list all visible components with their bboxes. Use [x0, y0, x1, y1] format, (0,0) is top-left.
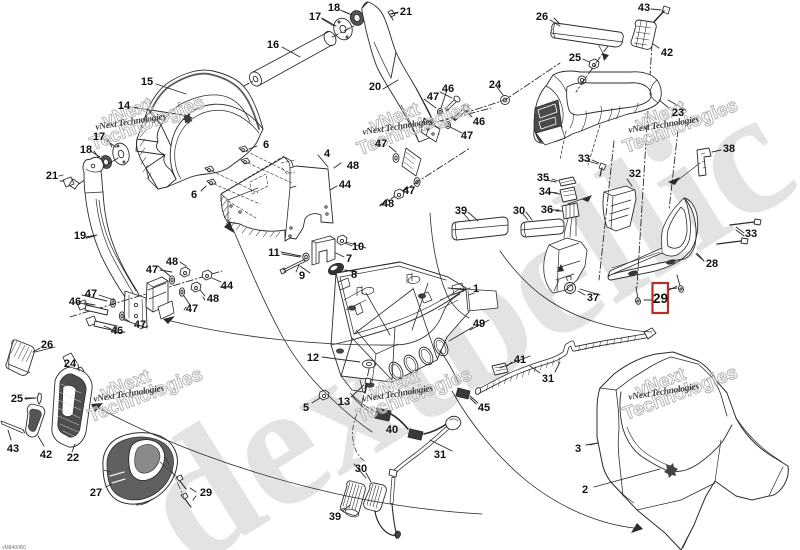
- svg-text:46: 46: [442, 83, 454, 95]
- svg-text:17: 17: [309, 11, 321, 23]
- svg-text:26: 26: [41, 339, 53, 351]
- svg-text:48: 48: [166, 256, 178, 268]
- svg-text:33: 33: [578, 153, 590, 165]
- svg-text:24: 24: [489, 79, 502, 91]
- svg-text:21: 21: [400, 6, 412, 18]
- svg-text:31: 31: [434, 449, 446, 461]
- svg-text:vM8400B0: vM8400B0: [2, 545, 26, 550]
- svg-text:43: 43: [7, 443, 19, 455]
- svg-text:3: 3: [575, 443, 581, 455]
- svg-text:19: 19: [74, 230, 86, 242]
- svg-text:6: 6: [263, 139, 269, 151]
- svg-text:40: 40: [386, 424, 398, 436]
- svg-text:31: 31: [542, 373, 554, 385]
- svg-text:47: 47: [461, 130, 473, 142]
- svg-text:48: 48: [382, 198, 394, 210]
- svg-text:18: 18: [80, 144, 92, 156]
- svg-text:1: 1: [473, 283, 479, 295]
- svg-text:38: 38: [723, 143, 735, 155]
- svg-text:4: 4: [324, 148, 331, 160]
- svg-text:48: 48: [347, 160, 359, 172]
- svg-text:35: 35: [537, 172, 549, 184]
- svg-text:25: 25: [569, 52, 581, 64]
- svg-text:30: 30: [513, 205, 525, 217]
- svg-text:47: 47: [85, 288, 97, 300]
- svg-text:18: 18: [328, 2, 340, 14]
- svg-text:47: 47: [146, 264, 158, 276]
- svg-text:13: 13: [338, 396, 350, 408]
- svg-text:6: 6: [191, 189, 197, 201]
- svg-text:43: 43: [638, 2, 650, 14]
- svg-text:46: 46: [473, 116, 485, 128]
- svg-text:24: 24: [64, 358, 77, 370]
- svg-text:49: 49: [473, 318, 485, 330]
- svg-text:47: 47: [427, 91, 439, 103]
- svg-text:11: 11: [268, 247, 280, 259]
- svg-text:44: 44: [339, 179, 352, 191]
- svg-text:8: 8: [351, 269, 357, 281]
- svg-text:22: 22: [67, 452, 79, 464]
- svg-text:42: 42: [40, 449, 52, 461]
- svg-text:5: 5: [303, 402, 309, 414]
- svg-text:47: 47: [186, 303, 198, 315]
- svg-text:26: 26: [536, 11, 548, 23]
- svg-text:16: 16: [267, 39, 279, 51]
- svg-text:36: 36: [541, 204, 553, 216]
- svg-text:30: 30: [355, 463, 367, 475]
- svg-text:27: 27: [90, 487, 102, 499]
- svg-text:7: 7: [346, 253, 352, 265]
- svg-text:28: 28: [706, 258, 718, 270]
- svg-text:29: 29: [653, 291, 668, 306]
- svg-text:12: 12: [307, 352, 319, 364]
- svg-text:25: 25: [11, 393, 23, 405]
- svg-text:37: 37: [587, 292, 599, 304]
- svg-text:47: 47: [375, 138, 387, 150]
- svg-text:34: 34: [539, 186, 552, 198]
- svg-text:20: 20: [369, 81, 381, 93]
- svg-text:17: 17: [93, 131, 105, 143]
- svg-text:48: 48: [207, 293, 219, 305]
- svg-text:14: 14: [118, 100, 131, 112]
- svg-text:33: 33: [745, 228, 757, 240]
- svg-text:29: 29: [200, 487, 212, 499]
- svg-text:47: 47: [134, 319, 146, 331]
- svg-text:23: 23: [672, 107, 684, 119]
- svg-text:39: 39: [329, 511, 341, 523]
- svg-text:39: 39: [455, 205, 467, 217]
- svg-text:10: 10: [352, 241, 364, 253]
- svg-text:44: 44: [221, 280, 234, 292]
- svg-text:42: 42: [661, 47, 673, 59]
- svg-text:41: 41: [514, 354, 526, 366]
- svg-text:46: 46: [69, 296, 81, 308]
- svg-text:21: 21: [46, 170, 58, 182]
- svg-text:46: 46: [111, 325, 123, 337]
- svg-text:47: 47: [403, 185, 415, 197]
- svg-text:32: 32: [629, 168, 641, 180]
- svg-text:15: 15: [141, 76, 153, 88]
- svg-text:9: 9: [299, 270, 305, 282]
- svg-text:2: 2: [582, 484, 588, 496]
- svg-text:45: 45: [478, 402, 490, 414]
